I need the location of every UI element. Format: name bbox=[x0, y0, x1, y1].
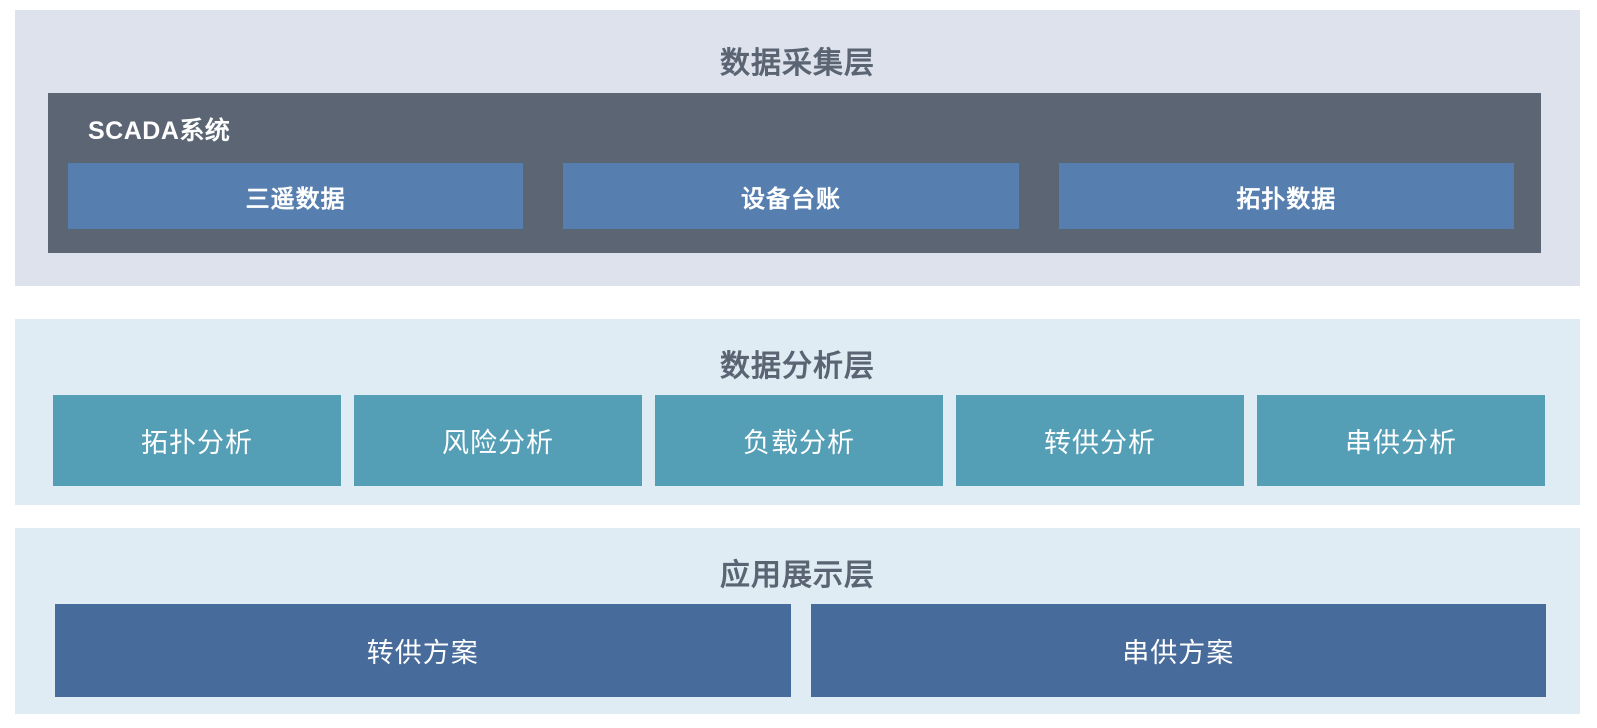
analysis-box-series-supply: 串供分析 bbox=[1257, 395, 1545, 486]
application-box-row: 转供方案 串供方案 bbox=[55, 604, 1546, 697]
scada-panel-title: SCADA系统 bbox=[88, 117, 231, 145]
layer-title-data-collection: 数据采集层 bbox=[720, 47, 875, 80]
layer-application-display: 应用展示层 转供方案 串供方案 bbox=[15, 528, 1580, 714]
application-box-series-supply-plan: 串供方案 bbox=[810, 604, 1546, 697]
layer-data-collection: 数据采集层 SCADA系统 三遥数据 设备台账 拓扑数据 bbox=[15, 10, 1580, 286]
scada-panel: SCADA系统 三遥数据 设备台账 拓扑数据 bbox=[48, 93, 1541, 253]
scada-box-equipment-ledger: 设备台账 bbox=[563, 163, 1019, 229]
analysis-box-transfer-supply: 转供分析 bbox=[956, 395, 1244, 486]
scada-box-row: 三遥数据 设备台账 拓扑数据 bbox=[68, 163, 1514, 229]
analysis-box-risk: 风险分析 bbox=[354, 395, 642, 486]
analysis-box-load: 负载分析 bbox=[655, 395, 943, 486]
layer-title-application-display: 应用展示层 bbox=[720, 559, 875, 592]
application-box-transfer-supply-plan: 转供方案 bbox=[55, 604, 791, 697]
analysis-box-topology: 拓扑分析 bbox=[53, 395, 341, 486]
scada-box-topology-data: 拓扑数据 bbox=[1058, 163, 1514, 229]
layer-title-data-analysis: 数据分析层 bbox=[720, 350, 875, 383]
layer-data-analysis: 数据分析层 拓扑分析 风险分析 负载分析 转供分析 串供分析 bbox=[15, 319, 1580, 505]
analysis-box-row: 拓扑分析 风险分析 负载分析 转供分析 串供分析 bbox=[53, 395, 1545, 486]
scada-box-telemetry-data: 三遥数据 bbox=[68, 163, 524, 229]
